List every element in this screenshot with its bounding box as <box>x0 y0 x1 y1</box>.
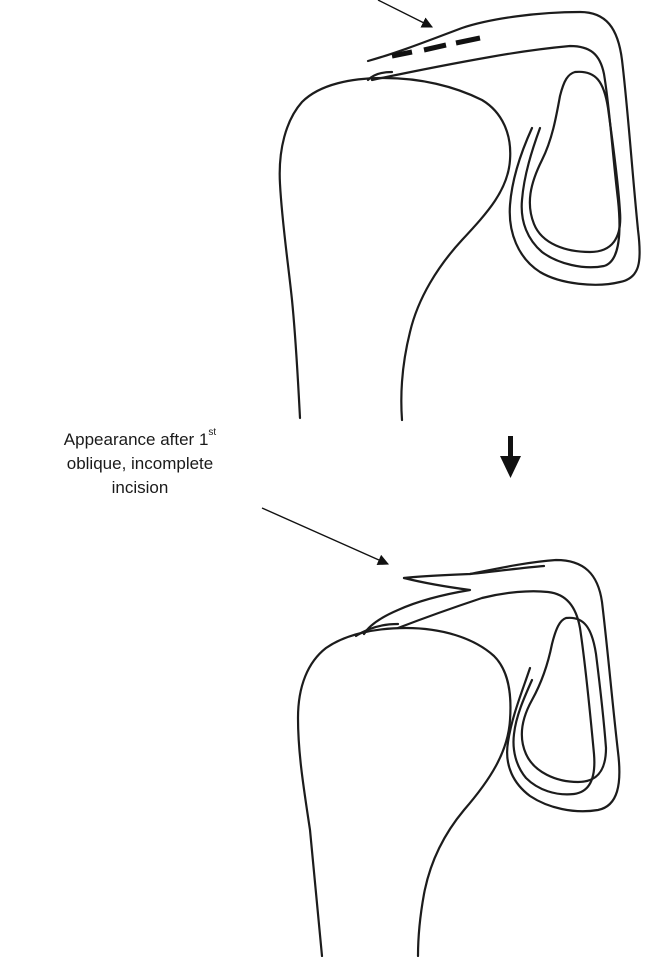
progression-arrow <box>500 436 521 478</box>
bottom-incision-flap <box>404 566 544 578</box>
top-humeral-head <box>280 78 511 420</box>
top-planned-incision <box>392 38 480 56</box>
top-glenoid-oval <box>530 72 620 252</box>
bottom-shoulder-drawing <box>262 508 619 956</box>
top-shoulder-drawing <box>280 0 640 420</box>
bottom-humeral-head <box>298 628 510 956</box>
bottom-pointer-arrow <box>262 508 388 564</box>
top-pointer-arrow <box>378 0 432 27</box>
